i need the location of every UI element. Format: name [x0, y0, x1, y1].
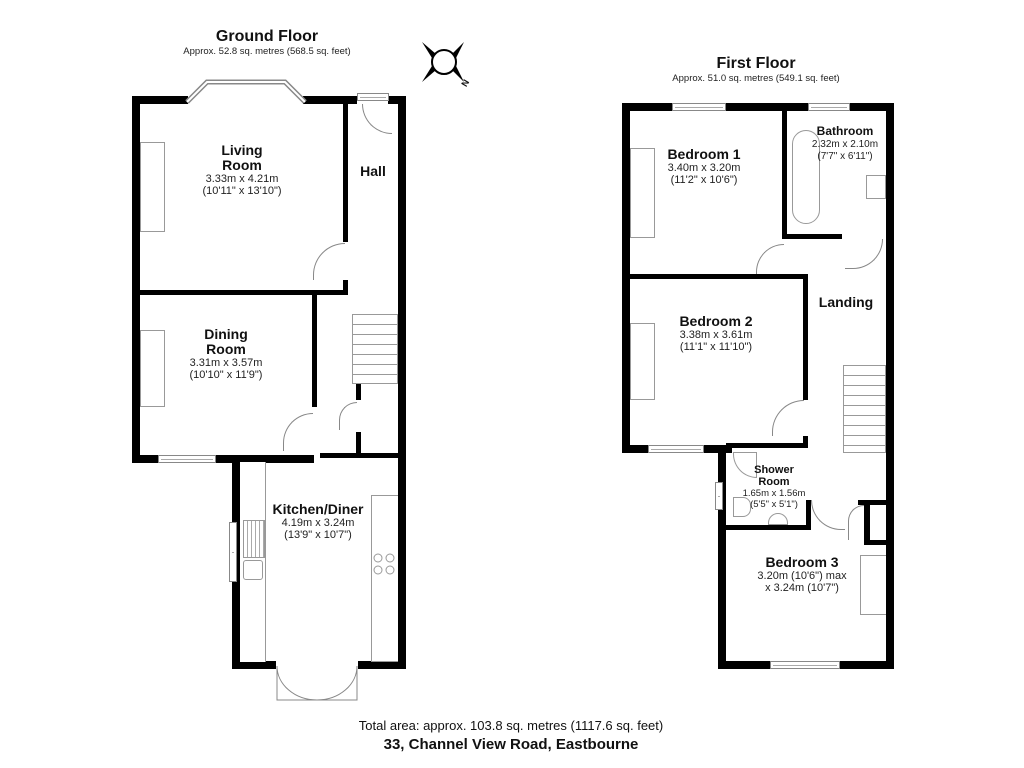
wall: [622, 103, 672, 111]
wall: [356, 378, 361, 400]
cupboard-door[interactable]: [339, 402, 357, 430]
wall: [864, 540, 886, 545]
wall: [886, 103, 894, 669]
wall: [803, 436, 808, 448]
cupboard-door[interactable]: [848, 505, 864, 540]
wall: [343, 280, 348, 294]
ground-floor-title: Ground Floor: [215, 28, 319, 45]
wall: [132, 96, 188, 104]
wall: [803, 274, 808, 400]
bay-window: [185, 79, 307, 104]
room-label-bathroom: Bathroom 2.32m x 2.10m (7'7" x 6'11"): [811, 124, 879, 162]
living-room-door[interactable]: [313, 243, 345, 280]
ground-floor-area: Approx. 52.8 sq. metres (568.5 sq. feet): [183, 46, 351, 57]
bathtub: [792, 130, 820, 224]
room-label-shower-room: Shower Room 1.65m x 1.56m (5'5" x 5'1"): [742, 464, 806, 510]
bedroom2-window: [648, 445, 704, 453]
staircase: [352, 314, 398, 384]
wall: [630, 274, 808, 279]
bathroom-basin: [866, 175, 886, 199]
wall: [726, 103, 808, 111]
room-label-hall: Hall: [360, 163, 386, 179]
room-label-kitchen-diner: Kitchen/Diner 4.19m x 3.24m (13'9" x 10'…: [272, 501, 364, 542]
bedroom1-door[interactable]: [756, 244, 784, 274]
wall: [303, 96, 357, 104]
hob-icon: [373, 553, 395, 575]
wardrobe: [860, 555, 886, 615]
wall: [840, 661, 894, 669]
bedroom3-door[interactable]: [811, 500, 845, 530]
wall: [864, 500, 870, 545]
wardrobe: [630, 323, 655, 400]
wall: [216, 455, 314, 463]
wall: [358, 661, 406, 669]
wall: [806, 500, 811, 530]
shower-window: [715, 482, 723, 510]
property-address: 33, Channel View Road, Eastbourne: [383, 736, 639, 753]
wall: [356, 432, 361, 456]
front-door[interactable]: [362, 104, 392, 134]
wall: [782, 234, 842, 239]
wall: [622, 103, 630, 453]
wall: [622, 445, 648, 453]
wall: [782, 111, 787, 239]
dining-window: [158, 455, 216, 463]
wall: [232, 661, 276, 669]
bedroom3-window: [770, 661, 840, 669]
first-floor-title: First Floor: [716, 55, 796, 72]
wall: [388, 96, 406, 104]
room-label-living-room: Living Room 3.33m x 4.21m (10'11" x 13'1…: [202, 142, 282, 198]
wardrobe: [630, 148, 655, 238]
dining-room-door[interactable]: [283, 413, 313, 451]
sink-drainer: [243, 520, 265, 558]
bedroom1-window: [672, 103, 726, 111]
french-doors[interactable]: [276, 664, 358, 702]
front-door-window: [357, 93, 389, 101]
wall: [132, 96, 140, 462]
fireplace: [140, 330, 165, 407]
bathroom-door[interactable]: [845, 239, 883, 269]
wall: [140, 290, 348, 295]
shower-basin: [768, 513, 788, 525]
wall: [726, 443, 808, 448]
compass-icon: N: [418, 36, 474, 92]
room-label-dining-room: Dining Room 3.31m x 3.57m (10'10" x 11'9…: [189, 326, 263, 382]
room-label-bedroom-2: Bedroom 2 3.38m x 3.61m (11'1" x 11'10"): [679, 313, 753, 354]
wall: [718, 445, 726, 669]
kitchen-worktop-right: [371, 495, 398, 662]
staircase: [843, 365, 886, 453]
fireplace: [140, 142, 165, 232]
total-area: Total area: approx. 103.8 sq. metres (11…: [358, 718, 664, 733]
room-label-landing: Landing: [818, 294, 874, 310]
wall: [858, 500, 886, 505]
room-label-bedroom-3: Bedroom 3 3.20m (10'6") max x 3.24m (10'…: [757, 554, 847, 595]
sink: [243, 560, 263, 580]
first-floor-area: Approx. 51.0 sq. metres (549.1 sq. feet): [672, 73, 840, 84]
wall: [726, 525, 811, 530]
wall: [718, 661, 770, 669]
bedroom2-door[interactable]: [772, 400, 804, 436]
wall: [850, 103, 894, 111]
wall: [312, 295, 317, 407]
wall: [343, 104, 348, 242]
wall: [132, 455, 158, 463]
room-label-bedroom-1: Bedroom 1 3.40m x 3.20m (11'2" x 10'6"): [667, 146, 741, 187]
bathroom-window: [808, 103, 850, 111]
toilet: [733, 497, 751, 517]
kitchen-window: [229, 522, 237, 582]
wall: [398, 96, 406, 668]
